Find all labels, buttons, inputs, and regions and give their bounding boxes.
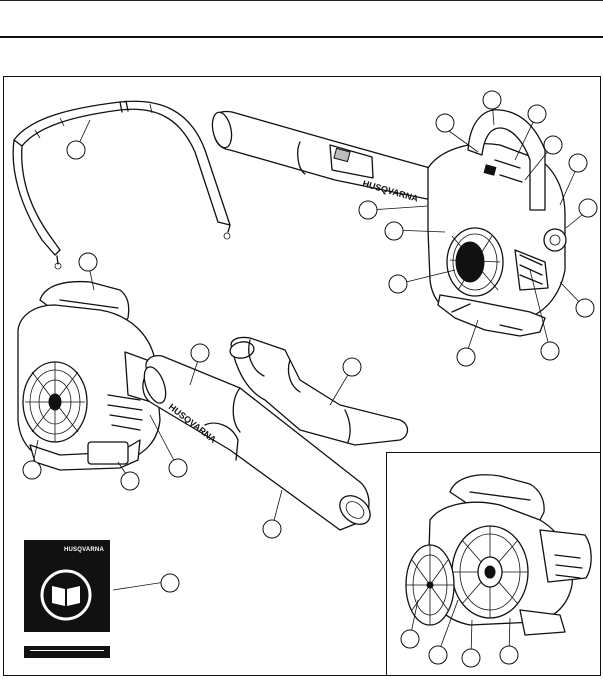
harness-strap [12, 100, 231, 270]
inset-fan-housing [405, 474, 592, 636]
header-rule [0, 36, 603, 38]
callout-marker [435, 113, 455, 133]
manual-brand-text: HUSQVARNA [63, 547, 104, 553]
callout-marker [168, 458, 188, 478]
callout-marker [461, 648, 481, 668]
callout-marker [22, 460, 42, 480]
callout-marker [428, 645, 448, 665]
open-book-icon [40, 569, 92, 621]
operators-manual: HUSQVARNA [24, 540, 110, 658]
callout-marker [160, 573, 180, 593]
blower-tube-flat-nozzle [229, 336, 409, 446]
top-rule [0, 0, 603, 1]
callout-marker [262, 519, 282, 539]
callout-marker [456, 347, 476, 367]
callout-marker [568, 153, 588, 173]
manual-footer-line [30, 650, 104, 651]
callout-marker [120, 471, 140, 491]
callout-marker [540, 341, 560, 361]
callout-marker [400, 629, 420, 649]
inset-frame [386, 452, 601, 676]
callout-marker [575, 298, 595, 318]
callout-marker [384, 221, 404, 241]
callout-marker [482, 90, 502, 110]
callout-marker [78, 252, 98, 272]
callout-marker [66, 140, 86, 160]
callout-marker [499, 645, 519, 665]
callout-markers [22, 90, 598, 668]
callout-marker [543, 135, 563, 155]
callout-marker [190, 343, 210, 363]
figure-frame [3, 76, 601, 676]
manual-title-band [24, 632, 110, 646]
callout-marker [342, 357, 362, 377]
callout-marker [527, 104, 547, 124]
callout-marker [578, 198, 598, 218]
callout-marker [388, 274, 408, 294]
callout-marker [358, 200, 378, 220]
assembled-blower: HUSQVARNA [211, 109, 567, 337]
